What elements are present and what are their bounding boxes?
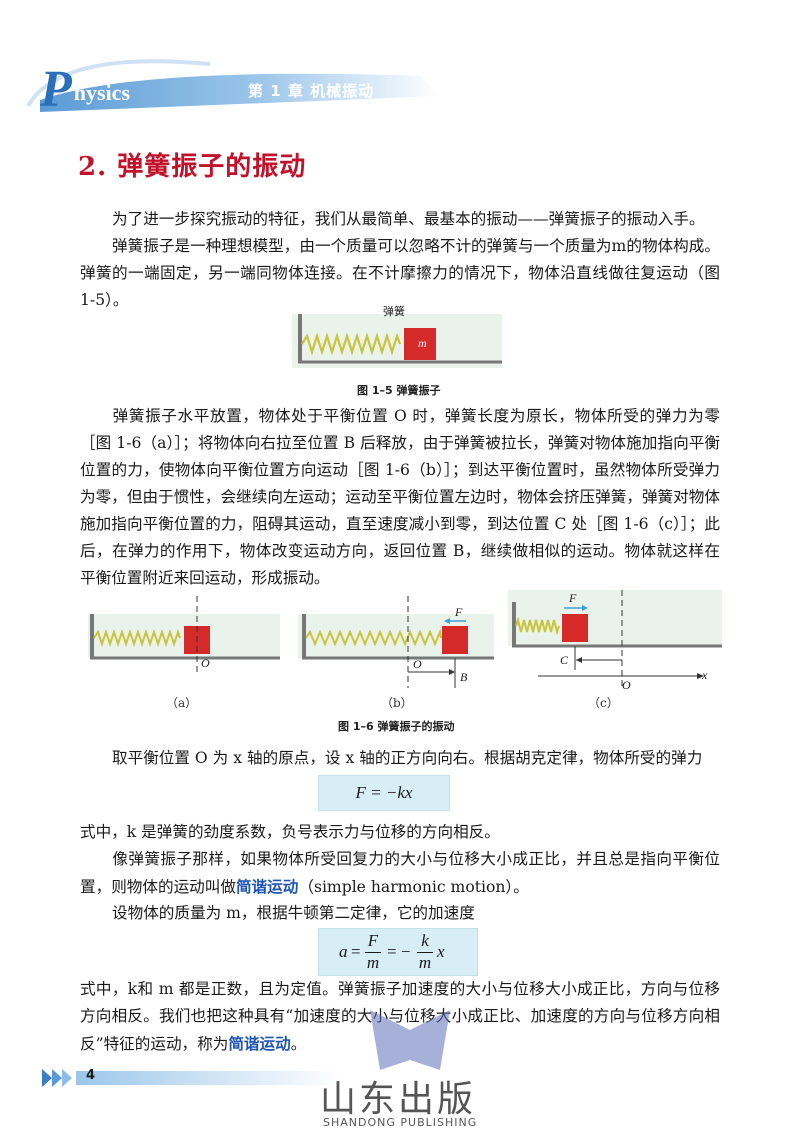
keyword-shm-2: 简谐运动 — [228, 1034, 291, 1053]
sub-caption-b: （b） — [381, 696, 413, 710]
mass-block — [442, 626, 468, 654]
page-number: 4 — [86, 1068, 96, 1083]
mass-block — [404, 328, 436, 360]
spring-icon — [515, 616, 560, 636]
figure-1-6a — [88, 596, 280, 674]
paragraph-2: 弹簧振子是一种理想模型，由一个质量可以忽略不计的弹簧与一个质量为m的物体构成。弹… — [80, 237, 720, 309]
spring-icon — [301, 332, 402, 356]
b-label: B — [460, 670, 468, 684]
figure-1-6c — [508, 590, 722, 690]
keyword-shm: 简谐运动 — [235, 877, 299, 896]
publisher-name: 山东出版 — [320, 1079, 477, 1120]
spring-label: 弹簧 — [383, 305, 405, 318]
figure-1-6-caption: 图 1–6 弹簧振子的振动 — [338, 720, 455, 733]
c-label: C — [560, 653, 569, 667]
paragraph-4: 取平衡位置 O 为 x 轴的原点，设 x 轴的正方向向右。根据胡克定律，物体所受… — [112, 749, 703, 767]
formula-acceleration: a = F m = − k m x — [318, 928, 478, 976]
spring-icon — [305, 628, 442, 647]
force-label-b: F — [455, 605, 463, 619]
x-axis-label: x — [702, 668, 708, 682]
figure-1-6b — [298, 596, 494, 688]
figure-1-5 — [292, 314, 502, 368]
paragraph-8: 式中，k和 m 都是正数，且为定值。弹簧振子加速度的大小与位移大小成正比，方向与… — [80, 980, 720, 1053]
chapter-label: 第 1 章 机械振动 — [248, 82, 375, 100]
sub-caption-c: （c） — [588, 696, 619, 710]
paragraph-5: 式中，k 是弹簧的劲度系数，负号表示力与位移的方向相反。 — [80, 823, 500, 841]
paragraph-6: 像弹簧振子那样，如果物体所受回复力的大小与位移大小成正比，并且总是指向平衡位置，… — [80, 850, 720, 896]
mass-label: m — [418, 336, 427, 350]
publisher-logo-mark — [370, 1010, 450, 1070]
publisher-name-en: SHANDONG PUBLISHING — [323, 1116, 478, 1129]
o-label-c: O — [622, 678, 631, 692]
physics-logo: Physics — [40, 61, 131, 118]
force-label-c: F — [569, 591, 577, 605]
section-title: 2. 弹簧振子的振动 — [78, 152, 307, 182]
spring-icon — [93, 628, 181, 648]
sub-caption-a: （a） — [166, 696, 198, 710]
formula-hooke: F = −kx — [318, 775, 450, 811]
paragraph-3: 弹簧振子水平放置，物体处于平衡位置 O 时，弹簧长度为原长，物体所受的弹力为零［… — [80, 407, 720, 587]
o-label-a: O — [201, 656, 210, 670]
o-label-b: O — [413, 657, 422, 671]
paragraph-1: 为了进一步探究振动的特征，我们从最简单、最基本的振动——弹簧振子的振动入手。 — [112, 210, 705, 228]
figure-1-5-caption: 图 1–5 弹簧振子 — [357, 384, 441, 397]
mass-block — [562, 614, 588, 642]
header-banner — [26, 59, 440, 112]
footer-bar — [42, 1069, 340, 1087]
paragraph-7: 设物体的质量为 m，根据牛顿第二定律，它的加速度 — [112, 904, 475, 922]
